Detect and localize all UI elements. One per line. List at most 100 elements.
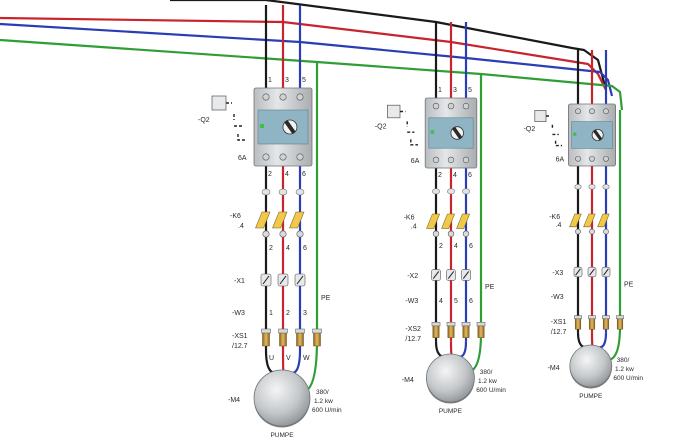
screw-icon: [262, 153, 270, 161]
screw-icon: [589, 108, 595, 115]
terminal-letter: U: [269, 355, 274, 362]
cable-core-number: 3: [303, 310, 307, 317]
connector-sub: /12.7: [551, 329, 567, 336]
contactor-number: 4: [454, 243, 458, 250]
motor-label: -M4: [402, 377, 414, 384]
pe-label: PE: [485, 284, 495, 291]
wire-ferrule: [574, 184, 582, 190]
motor-lead: [456, 341, 468, 358]
connector-terminal-icon: [462, 324, 470, 338]
fuse-element: [589, 268, 595, 276]
status-led: [260, 124, 264, 128]
phase-out-number: 4: [285, 171, 289, 178]
terminal-letter: V: [286, 355, 291, 362]
connector-cap: [295, 328, 305, 334]
screw-icon: [262, 230, 270, 238]
contactor-sub: .4: [411, 223, 417, 230]
connector-cap: [461, 322, 471, 327]
phase-out-number: 6: [468, 172, 472, 179]
status-led: [573, 132, 577, 136]
motor-spec-speed: 600 U/min: [312, 407, 342, 414]
connector-cap: [476, 322, 486, 327]
connector-terminal-icon: [279, 331, 287, 347]
motor-label: -M4: [548, 365, 560, 372]
screw-icon: [462, 230, 470, 237]
motor-name: PUMPE: [439, 408, 463, 415]
connector-terminal-icon: [313, 331, 321, 347]
connector-sub: /12.7: [232, 343, 248, 350]
screw-icon: [462, 102, 470, 110]
connector-label: -XS2: [405, 326, 421, 333]
breaker-rating: 6A: [238, 155, 247, 162]
phase-in-number: 3: [285, 77, 289, 84]
fuse-element: [462, 271, 470, 279]
screw-icon: [296, 230, 304, 238]
fuse-element: [447, 271, 455, 279]
motor-lead: [281, 349, 286, 375]
wire-ferrule: [447, 188, 455, 195]
screw-icon: [296, 93, 304, 101]
screw-icon: [589, 228, 595, 235]
wire-ferrule: [278, 188, 288, 196]
circuit-3: -Q26A-K6.4-X3PE-W3-XS1/12.7-M4PUMPE380/1…: [524, 50, 643, 400]
screw-icon: [603, 108, 609, 115]
breaker-label: -Q2: [198, 117, 210, 124]
motor-spec-power: 1.2 kw: [478, 378, 497, 385]
motor-icon: [253, 369, 311, 427]
terminal-x-label: -X3: [552, 270, 563, 277]
phase-in-number: 3: [453, 87, 457, 94]
connector-cap: [588, 315, 596, 320]
connector-label: -XS1: [232, 333, 248, 340]
breaker-knob-handle: [284, 120, 296, 134]
motor-spec-power: 1.2 kw: [615, 366, 634, 373]
connector-terminal-icon: [477, 324, 485, 338]
wire-ferrule: [295, 188, 305, 196]
phase-out-number: 2: [438, 172, 442, 179]
connector-cap: [616, 315, 624, 320]
switch-contact-link: [226, 102, 246, 141]
bus-line-L1: [170, 0, 608, 91]
phase-out-number: 2: [268, 171, 272, 178]
screw-icon: [262, 93, 270, 101]
connector-label: -XS1: [551, 319, 567, 326]
phase-in-number: 1: [268, 77, 272, 84]
phase-out-number: 6: [302, 171, 306, 178]
screw-icon: [575, 155, 581, 162]
cable-core-number: 2: [286, 310, 290, 317]
contactor-contact-icon: [583, 213, 596, 228]
motor-label: -M4: [228, 397, 240, 404]
fuse-element: [296, 275, 304, 285]
screw-icon: [447, 156, 455, 164]
wire-ferrule: [602, 184, 610, 190]
breaker-label: -Q2: [524, 126, 536, 133]
screw-icon: [279, 153, 287, 161]
screw-icon: [575, 228, 581, 235]
bus-line-L3: [0, 22, 614, 97]
breaker-knob-handle: [593, 129, 603, 141]
fuse-element: [603, 268, 609, 276]
screw-icon: [432, 230, 440, 237]
connector-terminal-icon: [296, 331, 304, 347]
wire-ferrule: [432, 188, 440, 195]
contactor-contact-icon: [569, 213, 582, 228]
pe-label: PE: [321, 295, 331, 302]
contactor-contact-icon: [456, 213, 471, 229]
connector-terminal-icon: [574, 317, 582, 330]
contactor-number: 2: [269, 245, 273, 252]
connector-cap: [312, 328, 322, 334]
screw-icon: [279, 93, 287, 101]
motor-name: PUMPE: [270, 432, 294, 437]
breaker-rating: 6A: [556, 157, 565, 164]
fuse-element: [279, 275, 287, 285]
connector-cap: [431, 322, 441, 327]
connector-terminal-icon: [616, 317, 624, 330]
switch-contact-link: [546, 115, 562, 147]
screw-icon: [603, 228, 609, 235]
motor-spec-voltage: 380/: [316, 389, 329, 396]
contactor-label: -K6: [404, 214, 415, 221]
contactor-sub: .4: [238, 223, 244, 230]
motor-spec-voltage: 380/: [617, 357, 630, 364]
